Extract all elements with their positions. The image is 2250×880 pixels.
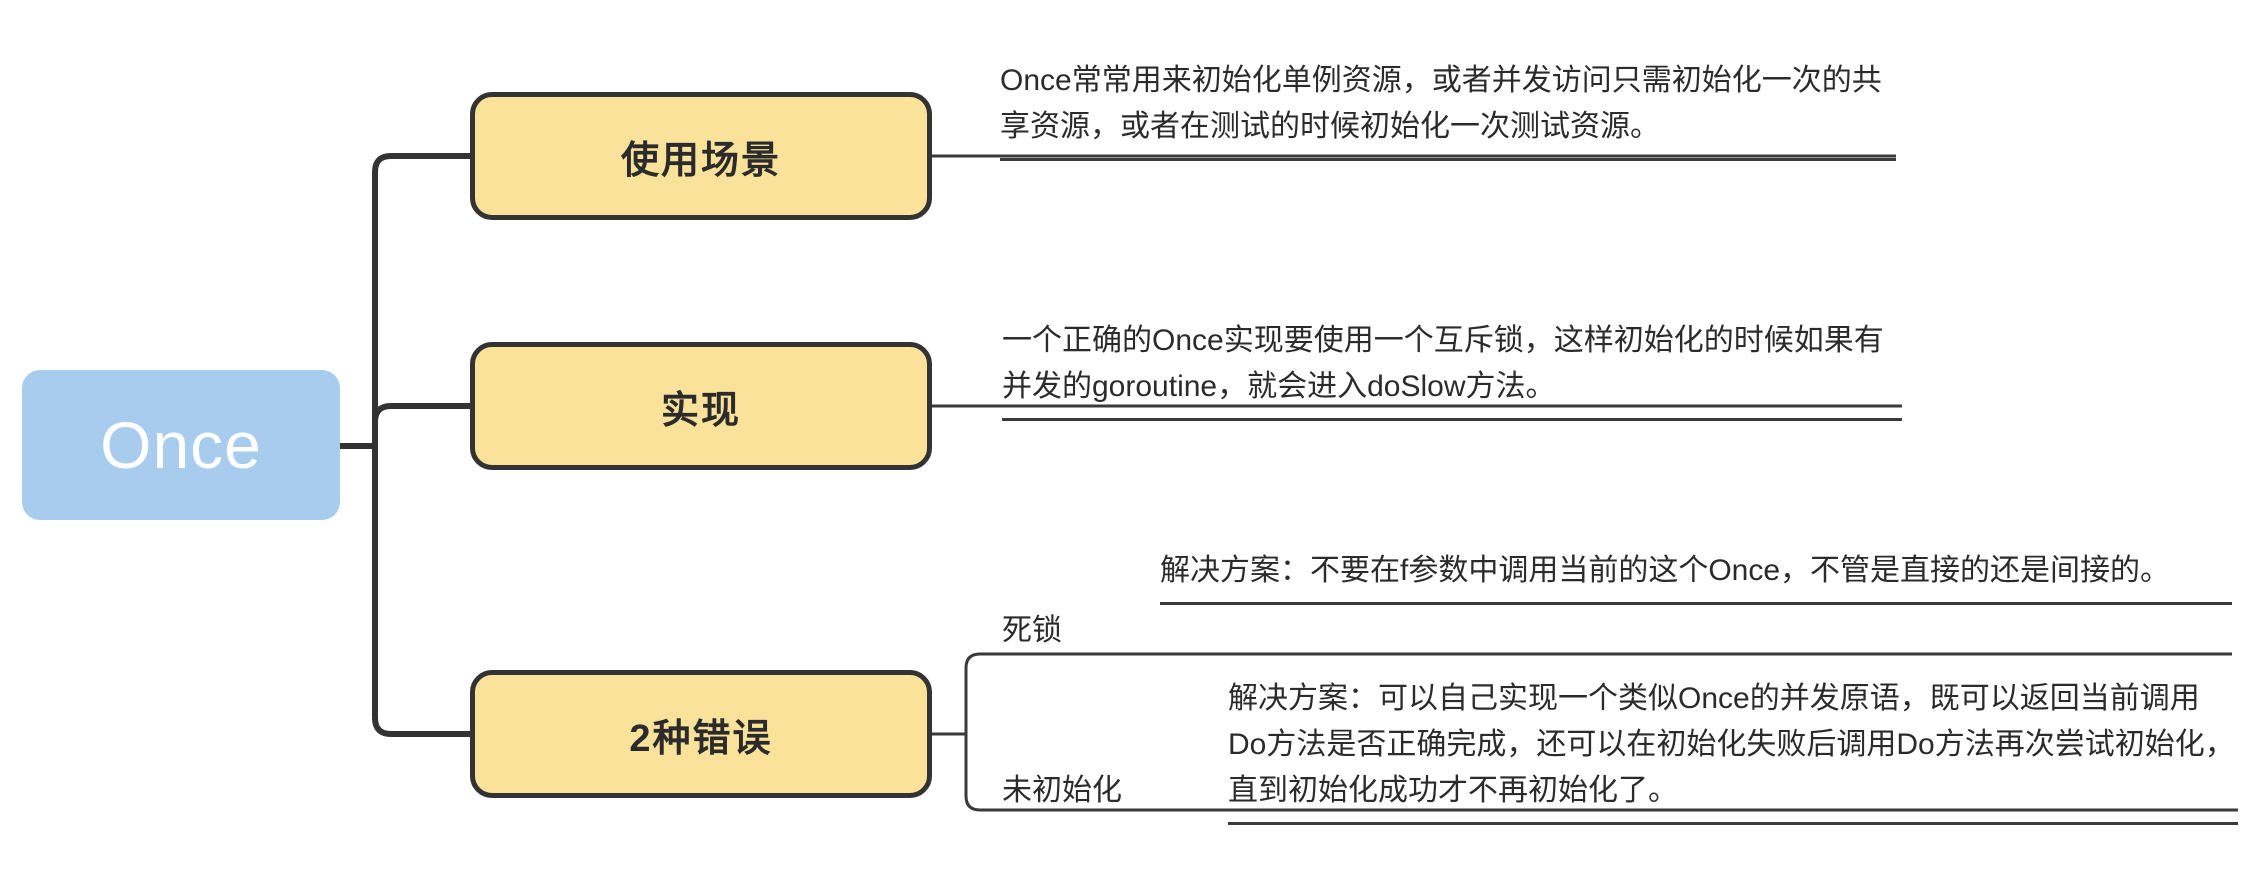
branch-node-label: 实现 [660,389,741,432]
branch-node-label: 使用场景 [620,139,781,182]
connector-root-to-branch-3 [372,446,470,737]
branch-node-label: 2种错误 [629,717,773,760]
connector-root-to-branch-2 [372,403,470,446]
sub-label-uninitialized[interactable]: 未初始化 [1002,774,1122,807]
leaf-text-uninitialized-solution[interactable]: 解决方案：可以自己实现一个类似Once的并发原语，既可以返回当前调用Do方法是否… [1228,676,2238,825]
root-node[interactable]: Once [22,370,340,520]
branch-node-usage-scenarios[interactable]: 使用场景 [470,92,932,220]
leaf-text-deadlock-solution[interactable]: 解决方案：不要在f参数中调用当前的这个Once，不管是直接的还是间接的。 [1160,548,2232,605]
branch-node-two-errors[interactable]: 2种错误 [470,670,932,798]
leaf-text-implementation[interactable]: 一个正确的Once实现要使用一个互斥锁，这样初始化的时候如果有并发的gorout… [1002,318,1902,421]
sub-label-deadlock[interactable]: 死锁 [1002,614,1062,647]
leaf-text-usage-scenarios[interactable]: Once常常用来初始化单例资源，或者并发访问只需初始化一次的共享资源，或者在测试… [1000,58,1896,161]
branch-node-implementation[interactable]: 实现 [470,342,932,470]
connector-root-to-branch-1 [372,153,470,446]
root-node-label: Once [100,408,262,482]
